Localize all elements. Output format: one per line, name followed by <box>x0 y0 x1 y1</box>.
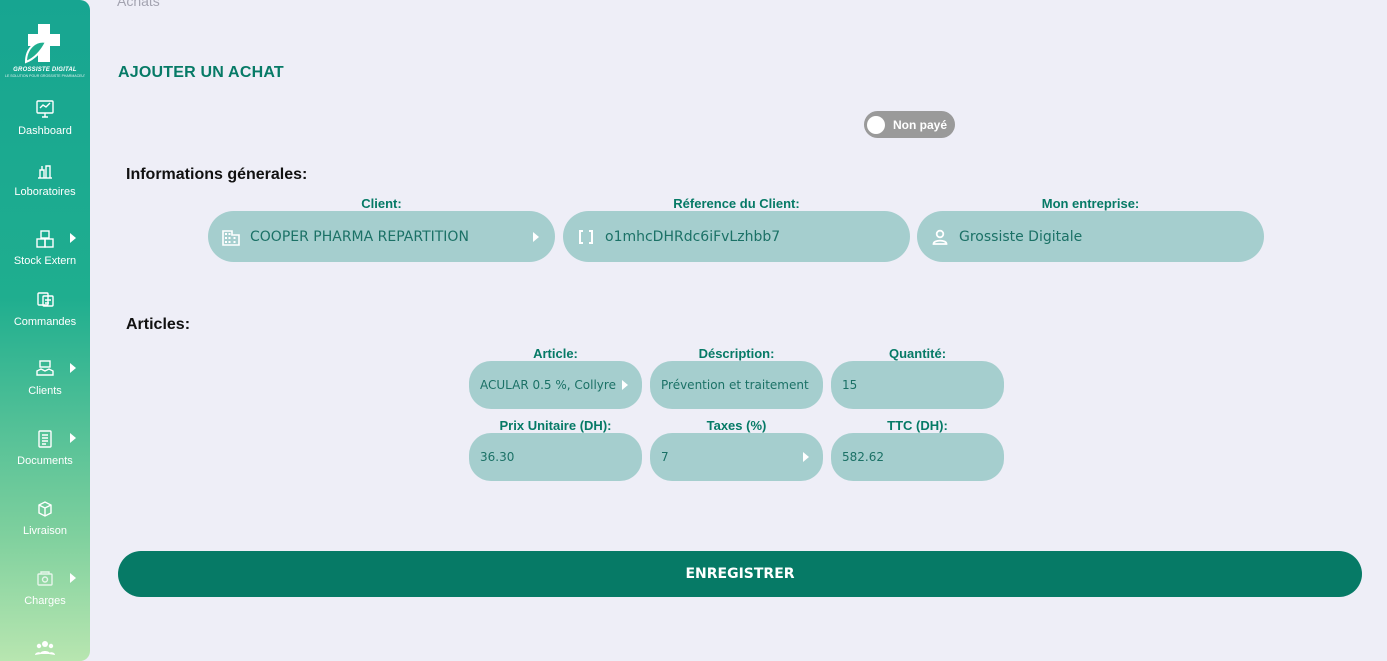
company-field[interactable]: Grossiste Digitale <box>917 211 1264 262</box>
charges-icon <box>37 571 53 586</box>
sidebar-item-stock-extern[interactable]: Stock Extern <box>0 229 90 267</box>
unit-price-label: Prix Unitaire (DH): <box>499 418 612 433</box>
submenu-caret-icon <box>70 233 76 243</box>
pharmacy-cross-leaf-icon <box>24 24 60 64</box>
sidebar: GROSSISTE DIGITAL LE SOLUTION POUR GROSS… <box>0 0 90 661</box>
article-select[interactable]: ACULAR 0.5 %, Collyre <box>469 361 642 409</box>
taxes-label: Taxes (%) <box>706 418 767 433</box>
client-label: Client: <box>361 196 402 211</box>
dropdown-arrow-icon <box>533 231 539 242</box>
orders-icon <box>37 292 54 307</box>
client-select[interactable]: COOPER PHARMA REPARTITION <box>208 211 555 262</box>
sidebar-item-label: Documents <box>17 455 73 467</box>
sidebar-item-laboratoires[interactable]: Loboratoires <box>0 160 90 198</box>
save-button[interactable]: ENREGISTRER <box>118 551 1362 597</box>
description-field[interactable]: Prévention et traitement de l'inflammati… <box>650 361 823 409</box>
company-value: Grossiste Digitale <box>959 228 1083 245</box>
unit-price-value: 36.30 <box>480 450 515 464</box>
sidebar-item-label: Dashboard <box>18 125 72 137</box>
submenu-caret-icon <box>70 363 76 373</box>
sidebar-item-label: Commandes <box>13 316 77 328</box>
sidebar-item-label: Loboratoires <box>14 186 76 198</box>
sidebar-item-label: Stock Extern <box>13 255 77 267</box>
client-value: COOPER PHARMA REPARTITION <box>250 228 469 245</box>
articles-title: Articles: <box>126 316 191 333</box>
sidebar-item-livraison[interactable]: Livraison <box>0 499 90 537</box>
sidebar-item-label: Charges <box>24 595 66 607</box>
general-info-title: Informations génerales: <box>126 166 308 183</box>
sidebar-item-clients[interactable]: Clients <box>0 359 90 397</box>
taxes-value: 7 <box>661 450 669 464</box>
brackets-icon <box>579 229 593 244</box>
brand-logo[interactable]: GROSSISTE DIGITAL LE SOLUTION POUR GROSS… <box>5 22 85 78</box>
client-reference-field[interactable]: o1mhcDHRdc6iFvLzhbb7 <box>563 211 910 262</box>
brand-tagline: LE SOLUTION POUR GROSSISTE PHARMACEUTIQU… <box>5 74 85 78</box>
company-label: Mon entreprise: <box>1041 196 1140 211</box>
dropdown-arrow-icon <box>803 452 809 462</box>
boxes-icon <box>36 230 54 248</box>
page-title: AJOUTER UN ACHAT <box>118 64 284 81</box>
description-label: Déscription: <box>698 346 775 361</box>
reference-value: o1mhcDHRdc6iFvLzhbb7 <box>605 228 781 245</box>
sidebar-item-label: Clients <box>28 385 62 397</box>
description-value: Prévention et traitement de l'inflammati… <box>661 378 813 392</box>
sidebar-item-documents[interactable]: Documents <box>0 429 90 467</box>
ttc-field[interactable]: 582.62 <box>831 433 1004 481</box>
breadcrumb[interactable]: Achats <box>117 0 160 9</box>
users-icon <box>35 641 55 655</box>
reference-label: Réference du Client: <box>673 196 800 211</box>
submenu-caret-icon <box>70 433 76 443</box>
quantity-input[interactable]: 15 <box>831 361 1004 409</box>
document-icon <box>38 430 52 448</box>
taxes-select[interactable]: 7 <box>650 433 823 481</box>
toggle-knob <box>867 115 885 134</box>
laboratory-icon <box>38 165 52 179</box>
submenu-caret-icon <box>70 573 76 583</box>
payment-status-toggle[interactable]: Non payé <box>864 111 955 138</box>
dropdown-arrow-icon <box>622 380 628 390</box>
unit-price-input[interactable]: 36.30 <box>469 433 642 481</box>
delivery-icon <box>38 501 52 517</box>
quantity-value: 15 <box>842 378 858 392</box>
quantity-label: Quantité: <box>888 346 947 361</box>
ttc-label: TTC (DH): <box>887 418 948 433</box>
toggle-label: Non payé <box>893 117 948 132</box>
dashboard-icon <box>36 100 54 118</box>
sidebar-item-commandes[interactable]: Commandes <box>0 290 90 328</box>
ttc-value: 582.62 <box>842 450 884 464</box>
sidebar-item-dashboard[interactable]: Dashboard <box>0 99 90 137</box>
handshake-icon <box>36 360 54 376</box>
sidebar-item-users[interactable] <box>0 638 90 658</box>
brand-name: GROSSISTE DIGITAL <box>13 67 77 73</box>
building-icon <box>222 229 240 246</box>
sidebar-item-label: Livraison <box>22 525 68 537</box>
user-icon <box>932 229 948 245</box>
sidebar-item-charges[interactable]: Charges <box>0 569 90 607</box>
article-value: ACULAR 0.5 %, Collyre <box>480 378 616 392</box>
article-label: Article: <box>533 346 578 361</box>
